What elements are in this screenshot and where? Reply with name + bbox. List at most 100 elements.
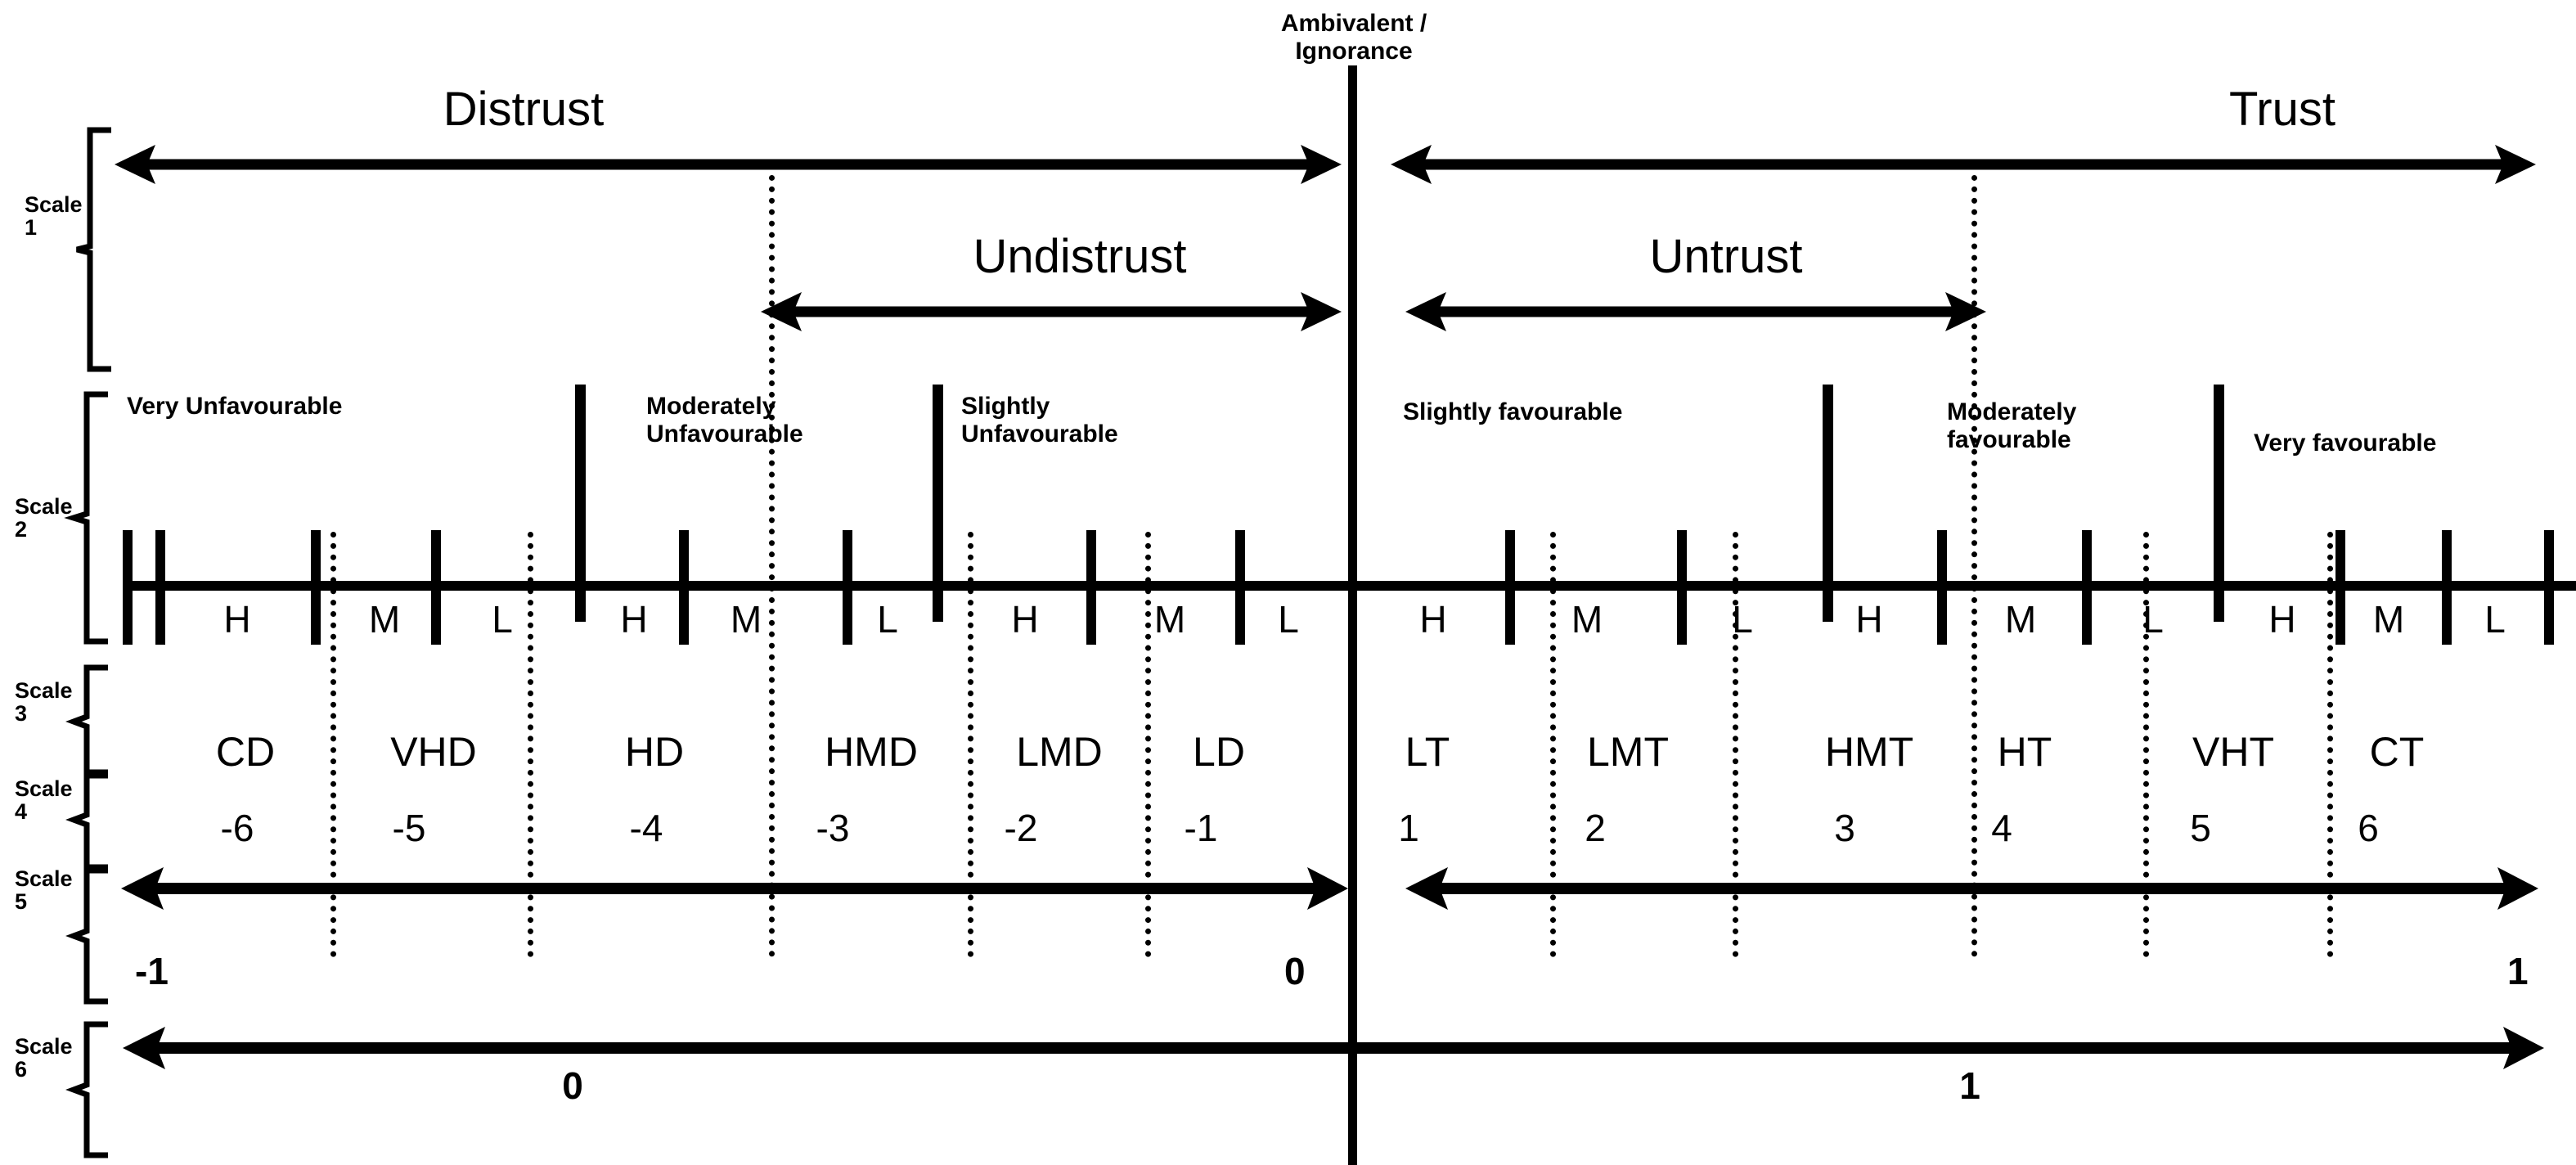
trust-arrow [1391, 145, 2536, 184]
hml-label-12: H [1855, 598, 1883, 641]
tick-up-5 [843, 530, 852, 645]
scale-5-line2: 5 [15, 889, 28, 915]
hml-label-2: L [492, 598, 513, 641]
value-label-2: -4 [629, 807, 663, 849]
scale-2-line2: 2 [15, 517, 28, 542]
code-label-2: HD [624, 729, 685, 775]
scale5-left-arrow [121, 867, 1348, 910]
scale-bracket-label-4: Scale 4 [15, 777, 73, 824]
hml-label-15: H [2268, 598, 2296, 641]
trust-label: Trust [2229, 83, 2335, 136]
scale-bracket-2 [64, 391, 108, 645]
code-label-7: LMT [1587, 729, 1669, 775]
value-label-3: -3 [816, 807, 850, 849]
code-label-3: HMD [825, 729, 918, 775]
hml-label-4: M [730, 598, 762, 641]
code-label-4: LMD [1016, 729, 1103, 775]
scale-bracket-label-5: Scale 5 [15, 867, 73, 914]
hml-label-1: M [368, 598, 401, 641]
untrust-arrow [1405, 292, 1986, 331]
dotted-boundary-hmd-lmd [968, 532, 973, 957]
code-label-6: LT [1405, 729, 1450, 775]
hml-label-8: L [1278, 598, 1299, 641]
label-slightly-favourable: Slightly favourable [1403, 398, 1623, 425]
undistrust-arrow [761, 292, 1342, 331]
tick-up-3 [431, 530, 441, 645]
label-slightly-unfavourable-l1: Slightly [961, 393, 1050, 420]
tick-up-0 [123, 530, 133, 645]
scale-6-line1: Scale [15, 1034, 73, 1059]
scale-bracket-label-2: Scale 2 [15, 495, 73, 542]
tick-up-4 [679, 530, 689, 645]
dotted-boundary-vht-ct [2327, 532, 2333, 957]
dotted-boundary-ht-vht [2143, 532, 2149, 957]
value-label-0: -6 [220, 807, 254, 849]
hml-label-0: H [223, 598, 251, 641]
boundary-tick-mu-su [933, 385, 943, 622]
value-label-1: -5 [392, 807, 426, 849]
scale5-left-min: -1 [135, 950, 169, 992]
label-moderately-unfavourable: Moderately Unfavourable [646, 393, 803, 448]
hml-label-5: L [877, 598, 898, 641]
scale5-center-zero: 0 [1284, 950, 1306, 992]
tick-up-11 [2082, 530, 2092, 645]
scale-5-line1: Scale [15, 866, 73, 891]
value-label-5: -1 [1184, 807, 1218, 849]
scale-bracket-label-1: Scale 1 [25, 193, 83, 240]
undistrust-label: Undistrust [973, 230, 1187, 283]
tick-up-12 [2335, 530, 2345, 645]
value-label-4: -2 [1004, 807, 1038, 849]
scale-2-line1: Scale [15, 494, 73, 519]
code-label-1: VHD [390, 729, 477, 775]
tick-up-6 [1086, 530, 1096, 645]
label-moderately-favourable-l1: Moderately [1947, 398, 2077, 425]
scale-bracket-5 [65, 867, 108, 1005]
code-label-0: CD [215, 729, 276, 775]
center-axis-line [1348, 65, 1357, 1165]
tick-up-9 [1677, 530, 1687, 645]
hml-label-6: H [1011, 598, 1039, 641]
label-slightly-unfavourable-l2: Unfavourable [961, 420, 1118, 448]
value-label-7: 2 [1585, 807, 1606, 849]
label-moderately-favourable-l2: favourable [1947, 425, 2071, 453]
scale-bracket-label-3: Scale 3 [15, 679, 73, 726]
tick-up-13 [2442, 530, 2452, 645]
dotted-boundary-lmt-hmt [1733, 532, 1738, 957]
value-label-6: 1 [1398, 807, 1419, 849]
tick-up-1 [155, 530, 165, 645]
value-label-8: 3 [1834, 807, 1855, 849]
center-label: Ambivalent / Ignorance [1281, 10, 1427, 65]
code-label-11: CT [2369, 729, 2425, 775]
boundary-tick-vu-mu [575, 385, 586, 622]
hml-label-13: M [2004, 598, 2037, 641]
hml-label-17: L [2484, 598, 2506, 641]
scale-4-line2: 4 [15, 799, 28, 825]
boundary-tick-mf-vf [2214, 385, 2224, 622]
hml-label-9: H [1419, 598, 1447, 641]
scale5-right-max: 1 [2507, 950, 2529, 992]
label-moderately-favourable: Moderately favourable [1947, 398, 2076, 453]
scale-1-line2: 1 [25, 215, 38, 241]
scale-4-line1: Scale [15, 776, 73, 801]
value-label-11: 6 [2358, 807, 2379, 849]
tick-up-8 [1505, 530, 1515, 645]
code-label-9: HT [1997, 729, 2052, 775]
dotted-boundary-vhd-hd [528, 532, 533, 957]
tick-up-10 [1937, 530, 1947, 645]
label-moderately-unfavourable-l1: Moderately [646, 393, 776, 420]
label-slightly-unfavourable: Slightly Unfavourable [961, 393, 1118, 448]
tick-up-14 [2544, 530, 2554, 645]
dotted-boundary-cd-vhd [330, 532, 336, 957]
scale-bracket-4 [65, 769, 108, 870]
dotted-boundary-hmt-ht [1971, 164, 1977, 957]
code-label-5: LD [1193, 729, 1245, 775]
hml-label-11: L [1732, 598, 1753, 641]
label-moderately-unfavourable-l2: Unfavourable [646, 420, 803, 448]
value-label-9: 4 [1991, 807, 2012, 849]
label-very-unfavourable: Very Unfavourable [127, 393, 343, 420]
value-label-10: 5 [2190, 807, 2211, 849]
hml-label-16: M [2372, 598, 2405, 641]
dotted-boundary-hd-hmd [769, 164, 775, 957]
scale-bracket-6 [65, 1021, 108, 1158]
hml-label-14: L [2142, 598, 2164, 641]
